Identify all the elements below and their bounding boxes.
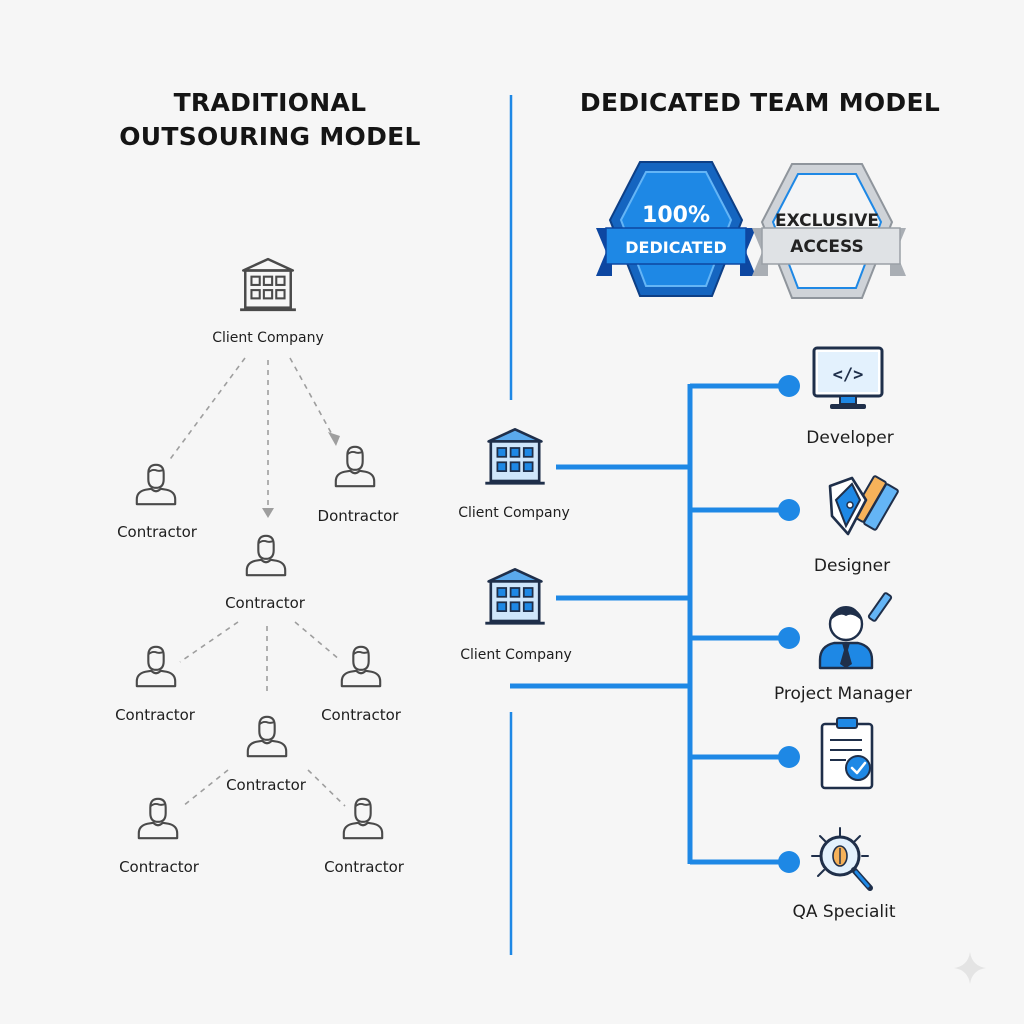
dedicated-model-title: DEDICATED TEAM MODEL: [579, 88, 941, 117]
person-icon: [342, 797, 384, 840]
badge-exclusive-line1: EXCLUSIVE: [775, 211, 879, 231]
pen-pencil-icon: [828, 475, 899, 536]
building-icon: [238, 257, 298, 312]
badge-dedicated-line1: 100%: [642, 203, 710, 228]
contractor-label: Contractor: [115, 706, 196, 724]
contractor-label: Contractor: [117, 523, 198, 541]
building-icon: [483, 567, 547, 625]
role-label: Developer: [806, 428, 893, 448]
connector-nodes: [778, 375, 800, 873]
contractor-label: Contractor: [119, 858, 200, 876]
person-icon: [245, 534, 287, 577]
role-label: Designer: [814, 556, 890, 576]
client-company-label: Client Company: [458, 505, 570, 521]
traditional-title-line2: OUTSOURING MODEL: [119, 122, 421, 151]
badge-100-dedicated: 100% DEDICATED: [596, 161, 756, 297]
client-company-label: Client Company: [212, 330, 324, 346]
person-icon: [340, 645, 382, 688]
clipboard-check-icon: [820, 717, 874, 790]
contractor-label: Contractor: [225, 594, 306, 612]
badge-dedicated-line2: DEDICATED: [625, 238, 726, 257]
role-label: QA Specialit: [792, 902, 895, 922]
contractor-label: Contractor: [226, 776, 307, 794]
manager-icon: [818, 592, 893, 670]
svg-text:</>: </>: [833, 365, 864, 385]
traditional-model-title: TRADITIONAL OUTSOURING MODEL: [60, 86, 480, 154]
person-icon: [135, 463, 177, 506]
person-icon: [334, 445, 376, 488]
bug-magnifier-icon: [811, 827, 873, 891]
traditional-title-line1: TRADITIONAL: [173, 88, 367, 117]
traditional-diagram: Client Company Contractor Dontractor Con…: [115, 257, 405, 876]
person-icon: [137, 797, 179, 840]
monitor-code-icon: </>: [812, 346, 884, 409]
client-company-label: Client Company: [460, 647, 572, 663]
dashed-connectors: [167, 357, 346, 807]
arrowheads: [262, 432, 340, 518]
person-icon: [246, 715, 288, 758]
contractor-label: Contractor: [321, 706, 402, 724]
contractor-label: Dontractor: [318, 507, 400, 525]
team-connector-tree: [510, 383, 788, 865]
role-label: Project Manager: [774, 684, 912, 704]
building-icon: [483, 427, 547, 485]
badge-exclusive-line2: ACCESS: [790, 237, 863, 257]
badge-exclusive-access: EXCLUSIVE ACCESS: [752, 163, 906, 299]
sparkle-icon: [954, 952, 986, 984]
person-icon: [135, 645, 177, 688]
contractor-label: Contractor: [324, 858, 405, 876]
